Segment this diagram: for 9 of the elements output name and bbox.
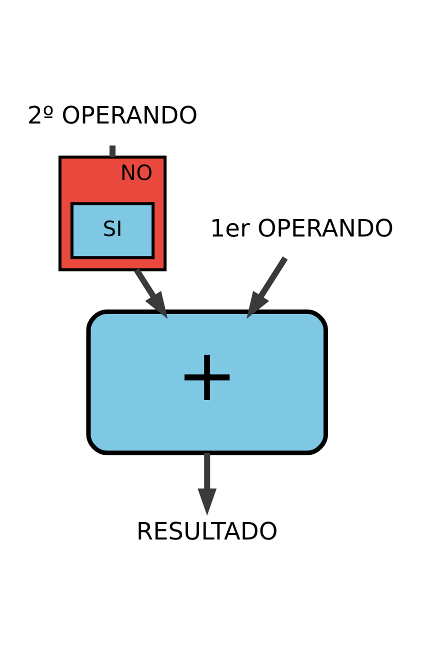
node-text: 2º OPERANDO: [27, 101, 198, 130]
node-text: 1er OPERANDO: [210, 214, 394, 242]
arrow: [246, 256, 288, 318]
arrow: [198, 452, 217, 516]
node-box: +: [86, 308, 328, 455]
arrow: [134, 268, 168, 318]
node-text: RESULTADO: [136, 517, 278, 546]
node-box: SI: [70, 202, 155, 259]
connector: [110, 145, 116, 157]
